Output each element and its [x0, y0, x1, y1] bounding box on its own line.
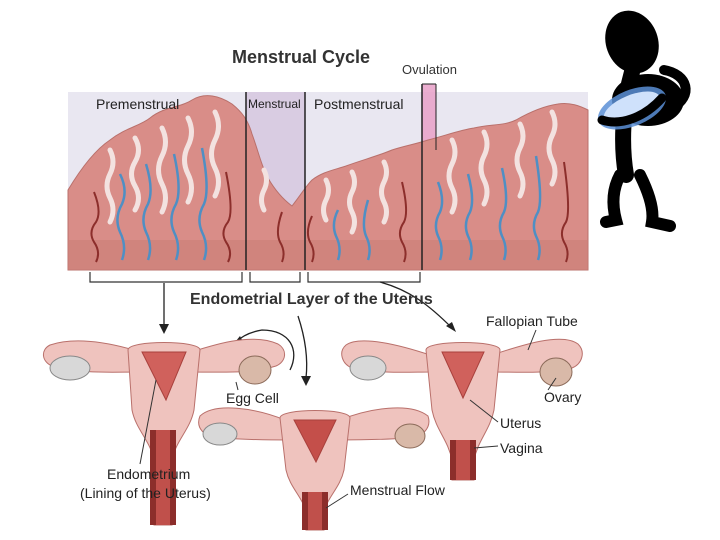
ovary-center-a	[202, 422, 238, 446]
uterus-right	[341, 338, 583, 481]
uterus-left	[43, 338, 285, 526]
egg-cell-arrow	[235, 329, 295, 371]
ovary-right-a	[349, 355, 387, 381]
ovary-left-a	[49, 355, 91, 381]
label-egg-cell: Egg Cell	[226, 390, 279, 406]
basal-layer	[68, 240, 588, 270]
glands	[104, 109, 558, 235]
label-ovary: Ovary	[544, 389, 582, 405]
arteries	[90, 161, 570, 263]
phase-label-premenstrual: Premenstrual	[96, 96, 180, 112]
uterus-center	[198, 407, 430, 531]
endometrial-layer-title: Endometrial Layer of the Uterus	[190, 291, 433, 308]
ovary-center-b	[394, 423, 426, 449]
phase-label-menstrual: Menstrual	[248, 97, 301, 111]
ovulation-label: Ovulation	[402, 62, 457, 77]
diagram-title: Menstrual Cycle	[232, 47, 371, 67]
phase-brackets	[89, 272, 421, 283]
leader-lines	[139, 329, 557, 509]
ovary-left-b	[238, 355, 272, 385]
label-menstrual-flow: Menstrual Flow	[350, 482, 445, 498]
arrow-to-right-uterus	[379, 281, 453, 329]
label-fallopian-tube: Fallopian Tube	[486, 313, 578, 329]
phase-label-postmenstrual: Postmenstrual	[314, 96, 404, 112]
flow-arrows	[163, 281, 453, 379]
veins	[116, 147, 542, 261]
arrow-to-center-uterus	[297, 315, 308, 379]
endometrial-panel	[67, 83, 589, 271]
label-vagina: Vagina	[500, 440, 543, 456]
label-endometrium-sub: (Lining of the Uterus)	[80, 485, 211, 501]
ovary-right-b	[539, 357, 573, 387]
label-endometrium: Endometrium	[107, 466, 191, 482]
label-uterus: Uterus	[500, 415, 542, 431]
stick-figure-icon	[597, 10, 691, 232]
